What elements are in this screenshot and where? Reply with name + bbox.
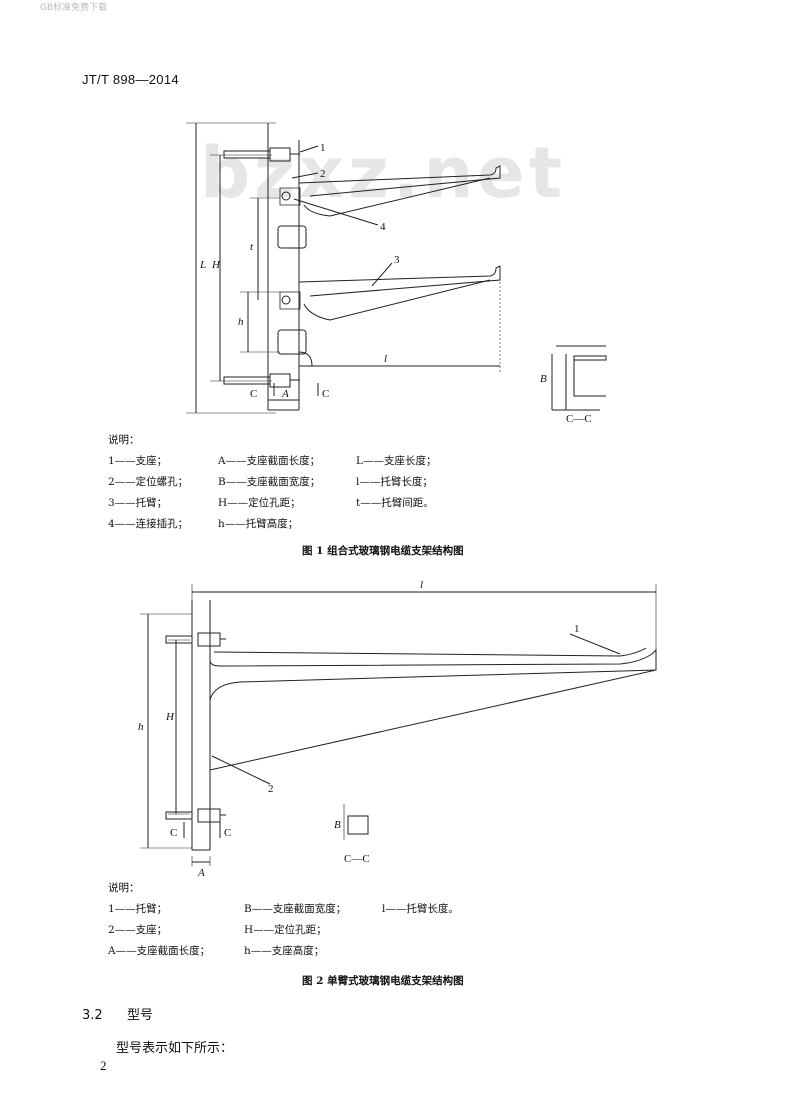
fig2-label-C-left: C xyxy=(170,827,177,839)
fig2-legend-item: B——支座截面宽度； xyxy=(244,903,347,915)
section-paragraph: 型号表示如下所示： xyxy=(116,1041,234,1056)
fig1-caption: 图 1 组合式玻璃钢电缆支架结构图 xyxy=(302,545,464,557)
top-mark: GB标准免费下载 xyxy=(40,3,108,13)
fig2-caption: 图 2 单臂式玻璃钢电缆支架结构图 xyxy=(302,975,464,987)
fig1-legend-item: t——托臂间距。 xyxy=(356,497,434,509)
fig2-legend: 说明： 1——托臂； B——支座截面宽度； l——托臂长度。 2——支座； H—… xyxy=(108,878,668,962)
fig2-label-l: l xyxy=(420,579,423,591)
fig1-label-t: t xyxy=(250,241,254,253)
fig1-legend-item: H——定位孔距； xyxy=(218,497,301,509)
fig2-legend-item: A——支座截面长度； xyxy=(108,945,211,957)
fig1-label-3: 3 xyxy=(394,254,400,266)
fig1-legend-item: 2——定位螺孔； xyxy=(108,476,189,488)
fig1-legend-item: 3——托臂； xyxy=(108,497,168,509)
fig1-label-L: L xyxy=(199,259,206,271)
fig1-label-2: 2 xyxy=(320,168,326,180)
fig1-legend-title: 说明： xyxy=(108,434,140,446)
fig1-legend-item: l——托臂长度； xyxy=(356,476,433,488)
fig2-label-h: h xyxy=(138,721,144,733)
figure-1-drawing: 1 2 3 4 L H t h l A B C C C—C xyxy=(186,122,607,425)
fig1-legend-item: B——支座截面宽度； xyxy=(218,476,321,488)
fig2-label-H: H xyxy=(165,711,175,723)
fig2-legend-item: 2——支座； xyxy=(108,924,168,936)
fig2-legend-item: 1——托臂； xyxy=(108,903,168,915)
fig1-legend-item: h——托臂高度； xyxy=(218,518,299,530)
document-header: JT/T 898—2014 xyxy=(82,72,179,87)
figure-2-drawing: 1 2 l h H A B C C C—C xyxy=(138,579,657,879)
fig2-legend-title: 说明： xyxy=(108,882,140,894)
fig1-label-B: B xyxy=(540,373,547,385)
fig2-legend-item: H——定位孔距； xyxy=(244,924,327,936)
fig1-label-l: l xyxy=(384,353,387,365)
fig1-legend-item: L——支座长度； xyxy=(356,455,437,467)
fig1-label-1: 1 xyxy=(320,142,326,154)
section-heading: 3.2 型号 xyxy=(82,1004,153,1023)
fig2-label-1: 1 xyxy=(574,623,580,635)
fig1-label-h: h xyxy=(238,316,244,328)
fig1-section-label: C—C xyxy=(566,413,592,425)
fig1-label-4: 4 xyxy=(380,221,386,233)
fig1-legend: 说明： 1——支座； A——支座截面长度； L——支座长度； 2——定位螺孔； … xyxy=(108,430,668,530)
fig1-label-C-right: C xyxy=(322,388,329,400)
page-number: 2 xyxy=(100,1058,107,1073)
fig2-label-A: A xyxy=(197,867,205,879)
fig1-label-C-left: C xyxy=(250,388,257,400)
watermark: bzxz.net xyxy=(200,132,567,214)
fig2-label-B: B xyxy=(334,819,341,831)
section-number: 3.2 xyxy=(82,1008,103,1023)
fig2-label-C-right: C xyxy=(224,827,231,839)
fig2-section-label: C—C xyxy=(344,853,370,865)
fig1-legend-item: 4——连接插孔； xyxy=(108,518,189,530)
fig2-legend-item: h——支座高度； xyxy=(244,945,325,957)
section-title: 型号 xyxy=(126,1008,153,1023)
fig1-legend-item: 1——支座； xyxy=(108,455,168,467)
fig2-legend-item: l——托臂长度。 xyxy=(382,903,459,915)
fig1-label-H: H xyxy=(211,259,221,271)
fig1-legend-item: A——支座截面长度； xyxy=(218,455,321,467)
fig2-label-2: 2 xyxy=(268,783,274,795)
fig1-label-A: A xyxy=(281,388,289,400)
